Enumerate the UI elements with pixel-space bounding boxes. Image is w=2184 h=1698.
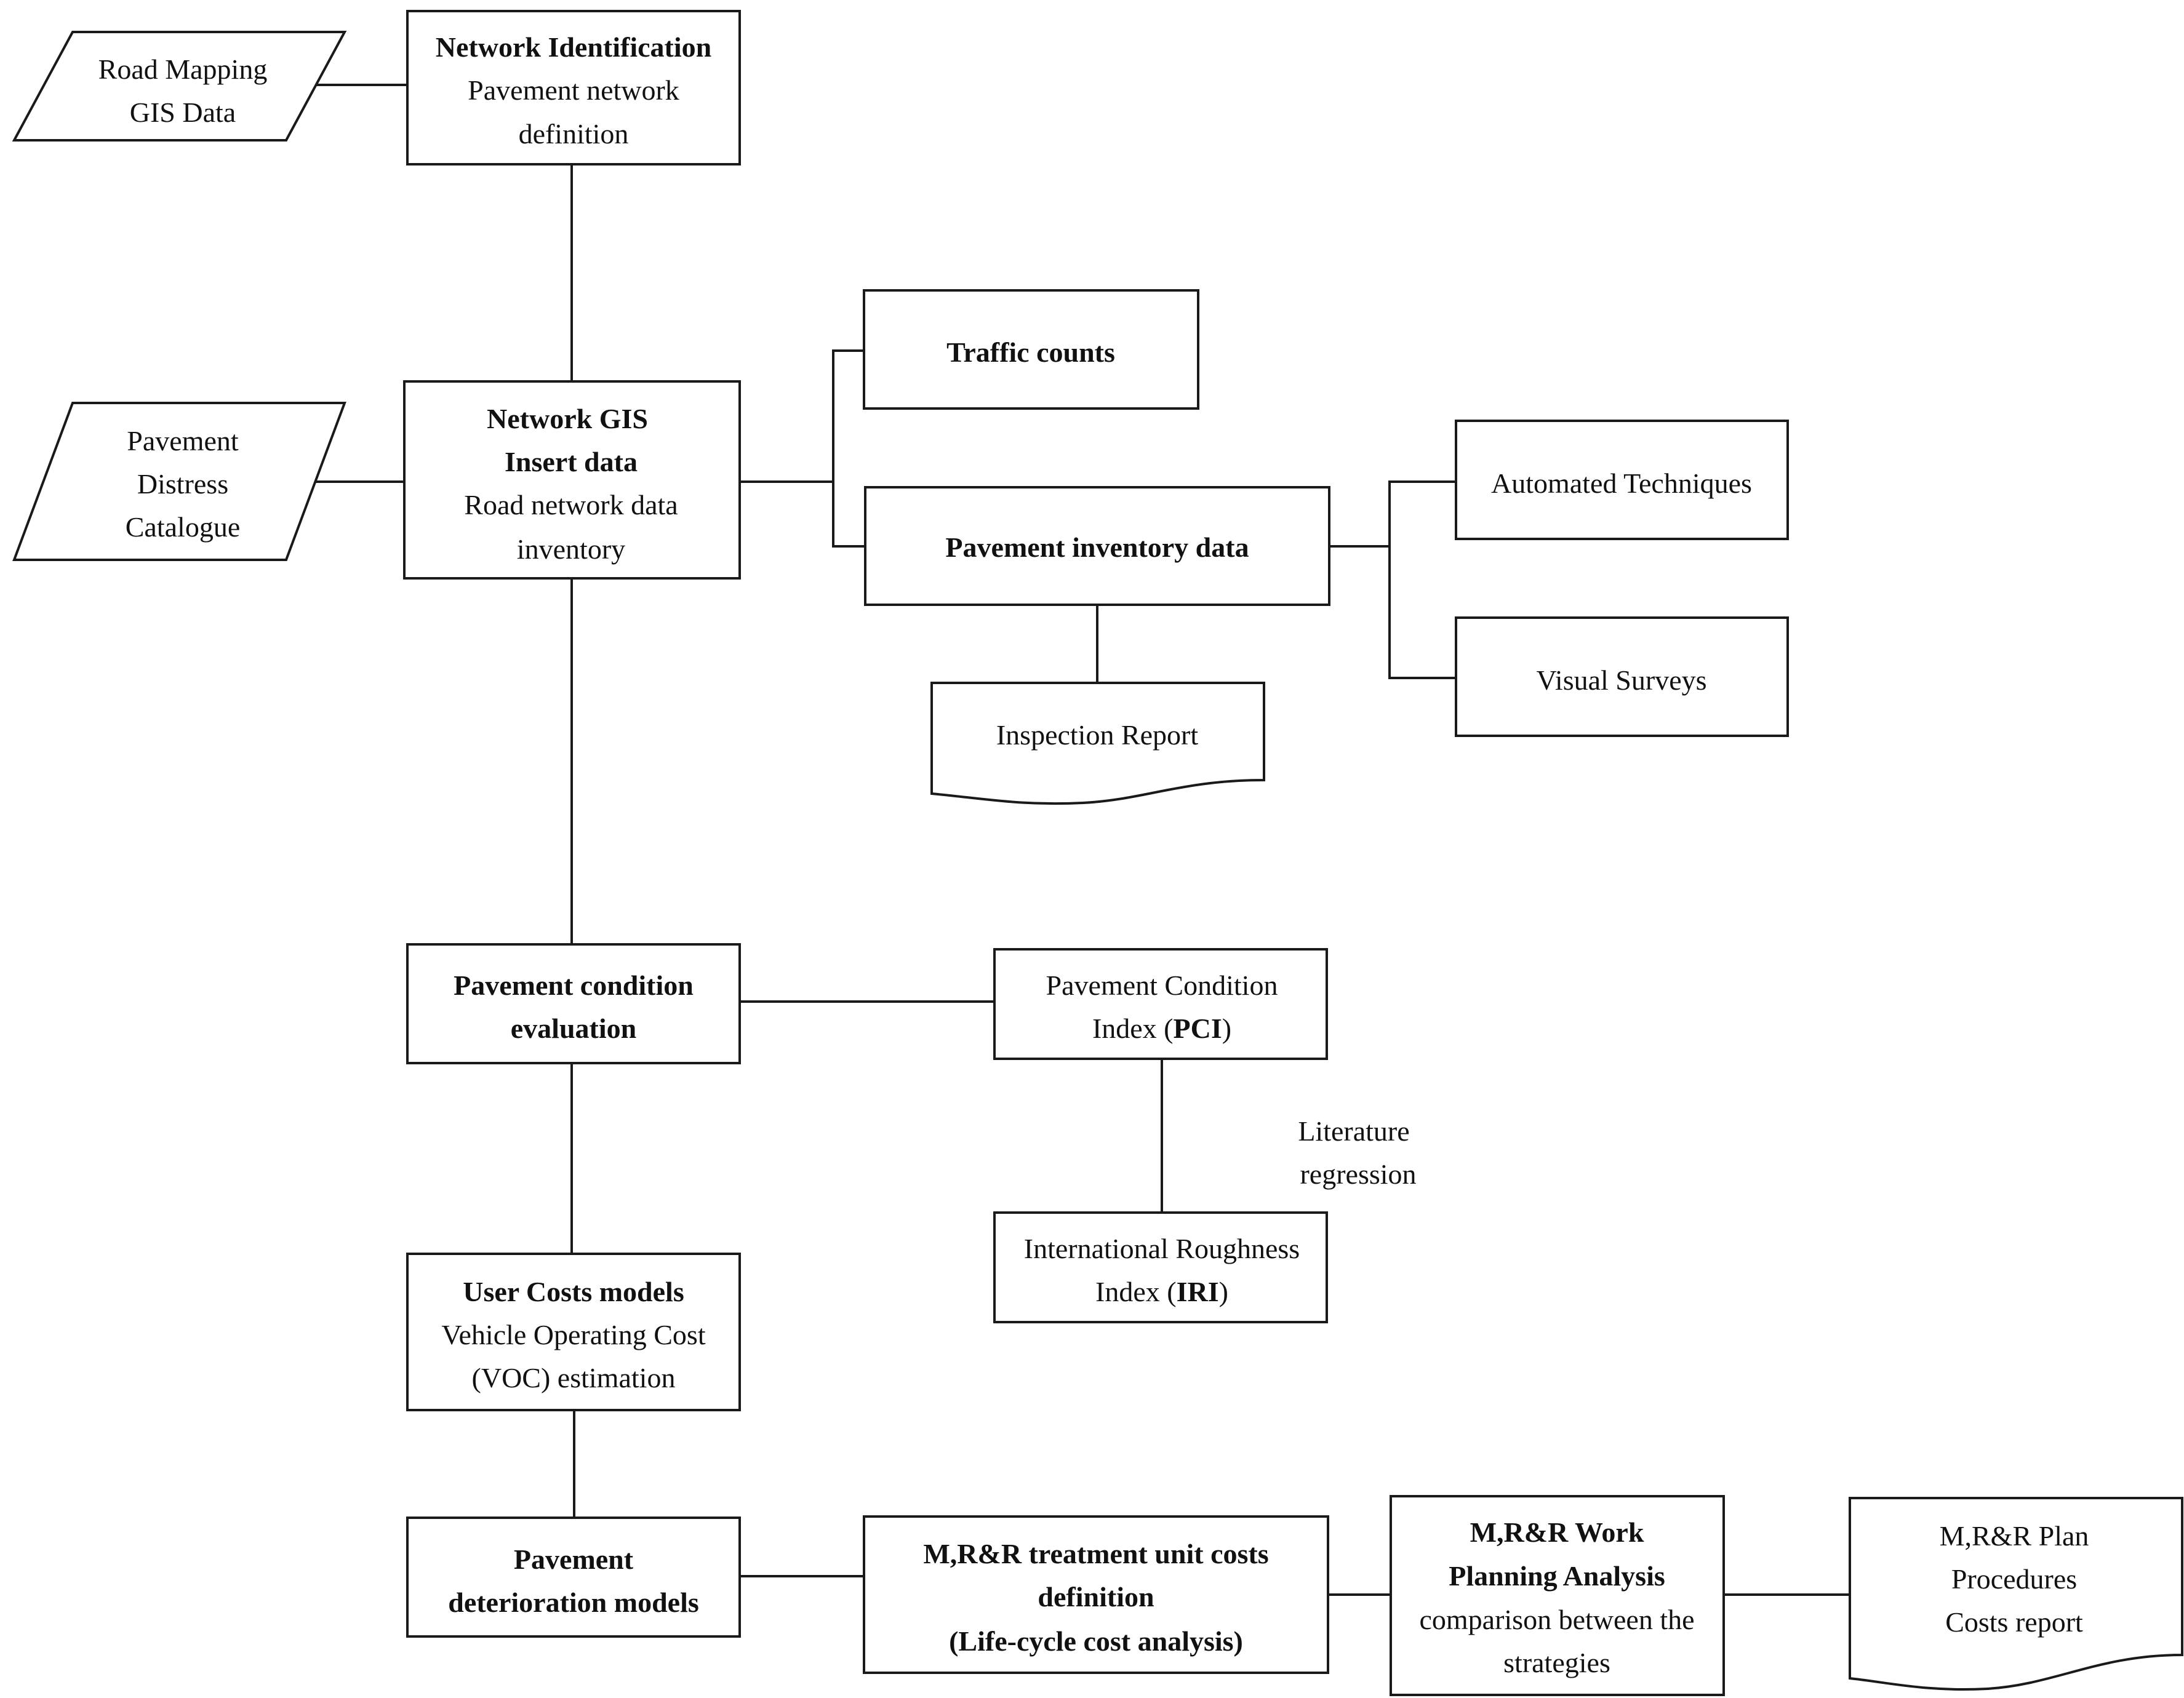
pci-line-2-prefix: Index ( <box>1092 1013 1174 1044</box>
distress-catalogue-data-input: Pavement Distress Catalogue <box>12 402 346 561</box>
network-gis-box: Network GIS Insert data Road network dat… <box>403 380 741 580</box>
iri-line-2-prefix: Index ( <box>1095 1276 1177 1307</box>
condition-evaluation-title-2: evaluation <box>511 1013 636 1044</box>
condition-evaluation-title-1: Pavement condition <box>454 970 694 1001</box>
user-costs-line-2: (VOC) estimation <box>472 1362 676 1393</box>
iri-line-2: Index (IRI) <box>1095 1276 1228 1307</box>
traffic-counts-title: Traffic counts <box>946 337 1115 368</box>
plan-report-line-1: M,R&R Plan <box>1940 1520 2089 1552</box>
road-mapping-data-input: Road Mapping GIS Data <box>12 31 347 142</box>
plan-report-document: M,R&R Plan Procedures Costs report <box>1849 1497 2183 1691</box>
treatment-costs-title-1: M,R&R treatment unit costs <box>923 1538 1268 1569</box>
literature-regression-line-1: Literature <box>1298 1115 1409 1147</box>
pci-abbreviation: PCI <box>1174 1013 1222 1044</box>
network-gis-line-1: Road network data <box>464 489 678 520</box>
condition-evaluation-box: Pavement condition evaluation <box>406 943 741 1064</box>
inspection-report-document: Inspection Report <box>930 682 1265 805</box>
deterioration-models-box: Pavement deterioration models <box>406 1517 741 1638</box>
network-identification-line-2: definition <box>519 118 629 149</box>
literature-regression-line-2: regression <box>1300 1158 1416 1190</box>
plan-report-line-3: Costs report <box>1945 1606 2083 1638</box>
pci-box: Pavement Condition Index (PCI) <box>993 948 1328 1060</box>
plan-report-line-2: Procedures <box>1951 1563 2077 1595</box>
work-planning-title-1: M,R&R Work <box>1470 1517 1644 1548</box>
distress-catalogue-line-1: Pavement <box>127 425 239 456</box>
iri-line-1: International Roughness <box>1024 1233 1300 1264</box>
road-mapping-line-2: GIS Data <box>130 97 236 128</box>
work-planning-line-2: strategies <box>1503 1647 1610 1678</box>
road-mapping-line-1: Road Mapping <box>98 54 268 85</box>
inspection-report-label: Inspection Report <box>996 719 1199 751</box>
iri-box: International Roughness Index (IRI) <box>993 1211 1328 1323</box>
distress-catalogue-line-3: Catalogue <box>126 511 241 543</box>
connector-network-gis-to-pavement-inventory <box>832 482 865 548</box>
automated-techniques-label: Automated Techniques <box>1491 468 1752 499</box>
iri-line-2-suffix: ) <box>1219 1276 1228 1307</box>
iri-abbreviation: IRI <box>1177 1276 1219 1307</box>
treatment-costs-title-2: definition <box>1038 1581 1154 1612</box>
user-costs-box: User Costs models Vehicle Operating Cost… <box>406 1253 741 1411</box>
work-planning-title-2: Planning Analysis <box>1449 1560 1665 1592</box>
traffic-counts-box: Traffic counts <box>863 289 1199 410</box>
work-planning-box: M,R&R Work Planning Analysis comparison … <box>1390 1495 1725 1696</box>
network-gis-line-2: inventory <box>517 533 625 565</box>
treatment-costs-title-3: (Life-cycle cost analysis) <box>949 1625 1243 1657</box>
network-gis-title-2: Insert data <box>505 446 638 477</box>
automated-techniques-box: Automated Techniques <box>1455 420 1789 540</box>
pci-line-2: Index (PCI) <box>1092 1013 1231 1044</box>
deterioration-models-title-1: Pavement <box>514 1544 634 1575</box>
work-planning-line-1: comparison between the <box>1419 1604 1694 1635</box>
network-gis-title-1: Network GIS <box>487 403 648 434</box>
network-identification-title: Network Identification <box>436 31 711 63</box>
pavement-inventory-box: Pavement inventory data <box>864 486 1330 606</box>
network-identification-box: Network Identification Pavement network … <box>406 10 741 165</box>
connector-inventory-to-visual-surveys <box>1388 546 1456 679</box>
connector-inventory-to-automated-techniques <box>1329 480 1456 548</box>
connectors <box>308 84 1850 1596</box>
user-costs-line-1: Vehicle Operating Cost <box>441 1319 705 1350</box>
visual-surveys-label: Visual Surveys <box>1536 664 1706 696</box>
treatment-costs-box: M,R&R treatment unit costs definition (L… <box>863 1515 1329 1674</box>
pci-line-1: Pavement Condition <box>1046 970 1278 1001</box>
user-costs-title: User Costs models <box>463 1276 684 1307</box>
distress-catalogue-line-2: Distress <box>137 468 228 500</box>
literature-regression-label: Literature regression <box>1298 1115 1416 1190</box>
deterioration-models-title-2: deterioration models <box>448 1587 699 1618</box>
network-identification-line-1: Pavement network <box>468 74 679 106</box>
visual-surveys-box: Visual Surveys <box>1455 616 1789 737</box>
pavement-inventory-title: Pavement inventory data <box>945 532 1249 563</box>
pci-line-2-suffix: ) <box>1222 1013 1231 1044</box>
connector-network-gis-to-traffic-and-inventory <box>740 349 864 483</box>
